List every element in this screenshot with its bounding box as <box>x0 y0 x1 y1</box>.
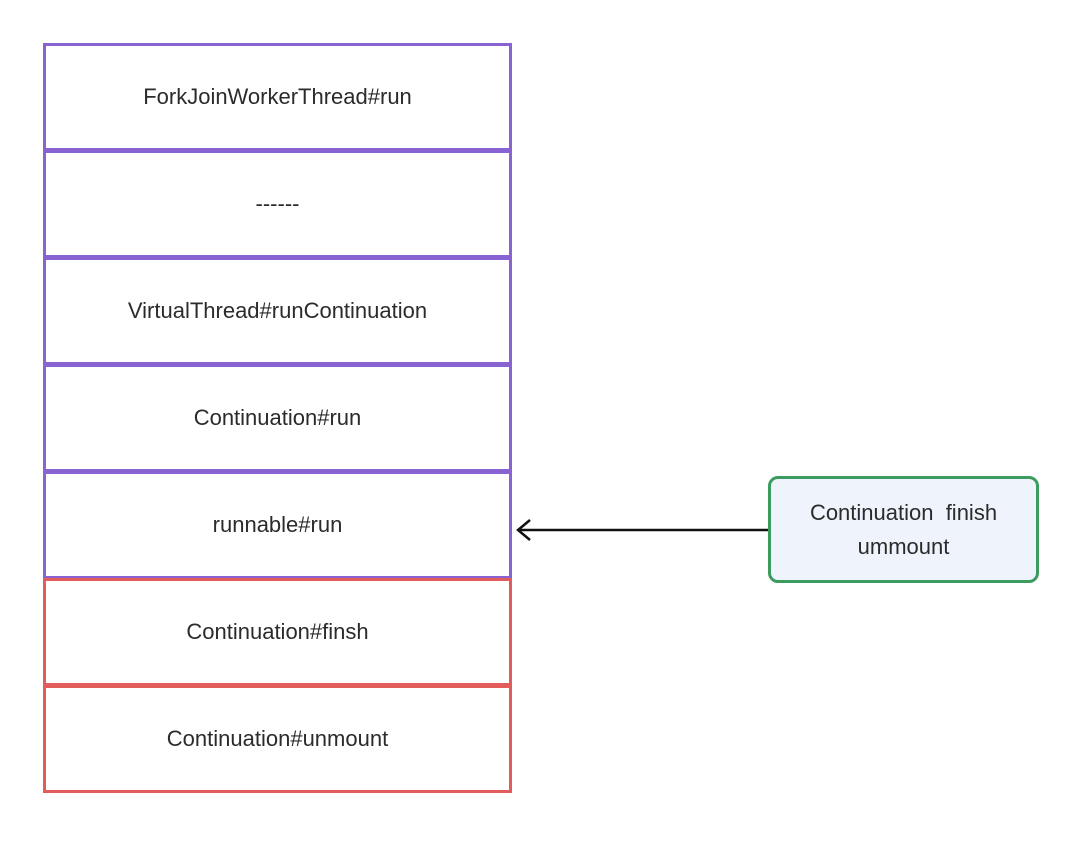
stack-frame-runnable-run: runnable#run <box>43 471 512 579</box>
annotation-box: Continuation finish ummount <box>768 476 1039 583</box>
annotation-line-2: ummount <box>857 533 950 559</box>
stack-frame-continuation-run: Continuation#run <box>43 364 512 472</box>
arrow-left-icon <box>516 519 768 541</box>
stack-frame-continuation-unmount: Continuation#unmount <box>43 685 512 793</box>
stack-frame-forkjoin-run: ForkJoinWorkerThread#run <box>43 43 512 151</box>
call-stack: ForkJoinWorkerThread#run ------ VirtualT… <box>43 43 512 793</box>
frame-label: VirtualThread#runContinuation <box>127 298 428 323</box>
stack-frame-continuation-finsh: Continuation#finsh <box>43 578 512 686</box>
frame-label: Continuation#finsh <box>186 619 369 644</box>
frame-label: Continuation#unmount <box>166 726 389 751</box>
stack-frame-run-continuation: VirtualThread#runContinuation <box>43 257 512 365</box>
frame-label: Continuation#run <box>193 405 362 430</box>
frame-label: ForkJoinWorkerThread#run <box>143 84 412 109</box>
stack-frame-ellipsis: ------ <box>43 150 512 258</box>
frame-label: runnable#run <box>212 512 343 537</box>
annotation-line-1: Continuation finish <box>809 499 998 525</box>
frame-label: ------ <box>255 191 300 216</box>
